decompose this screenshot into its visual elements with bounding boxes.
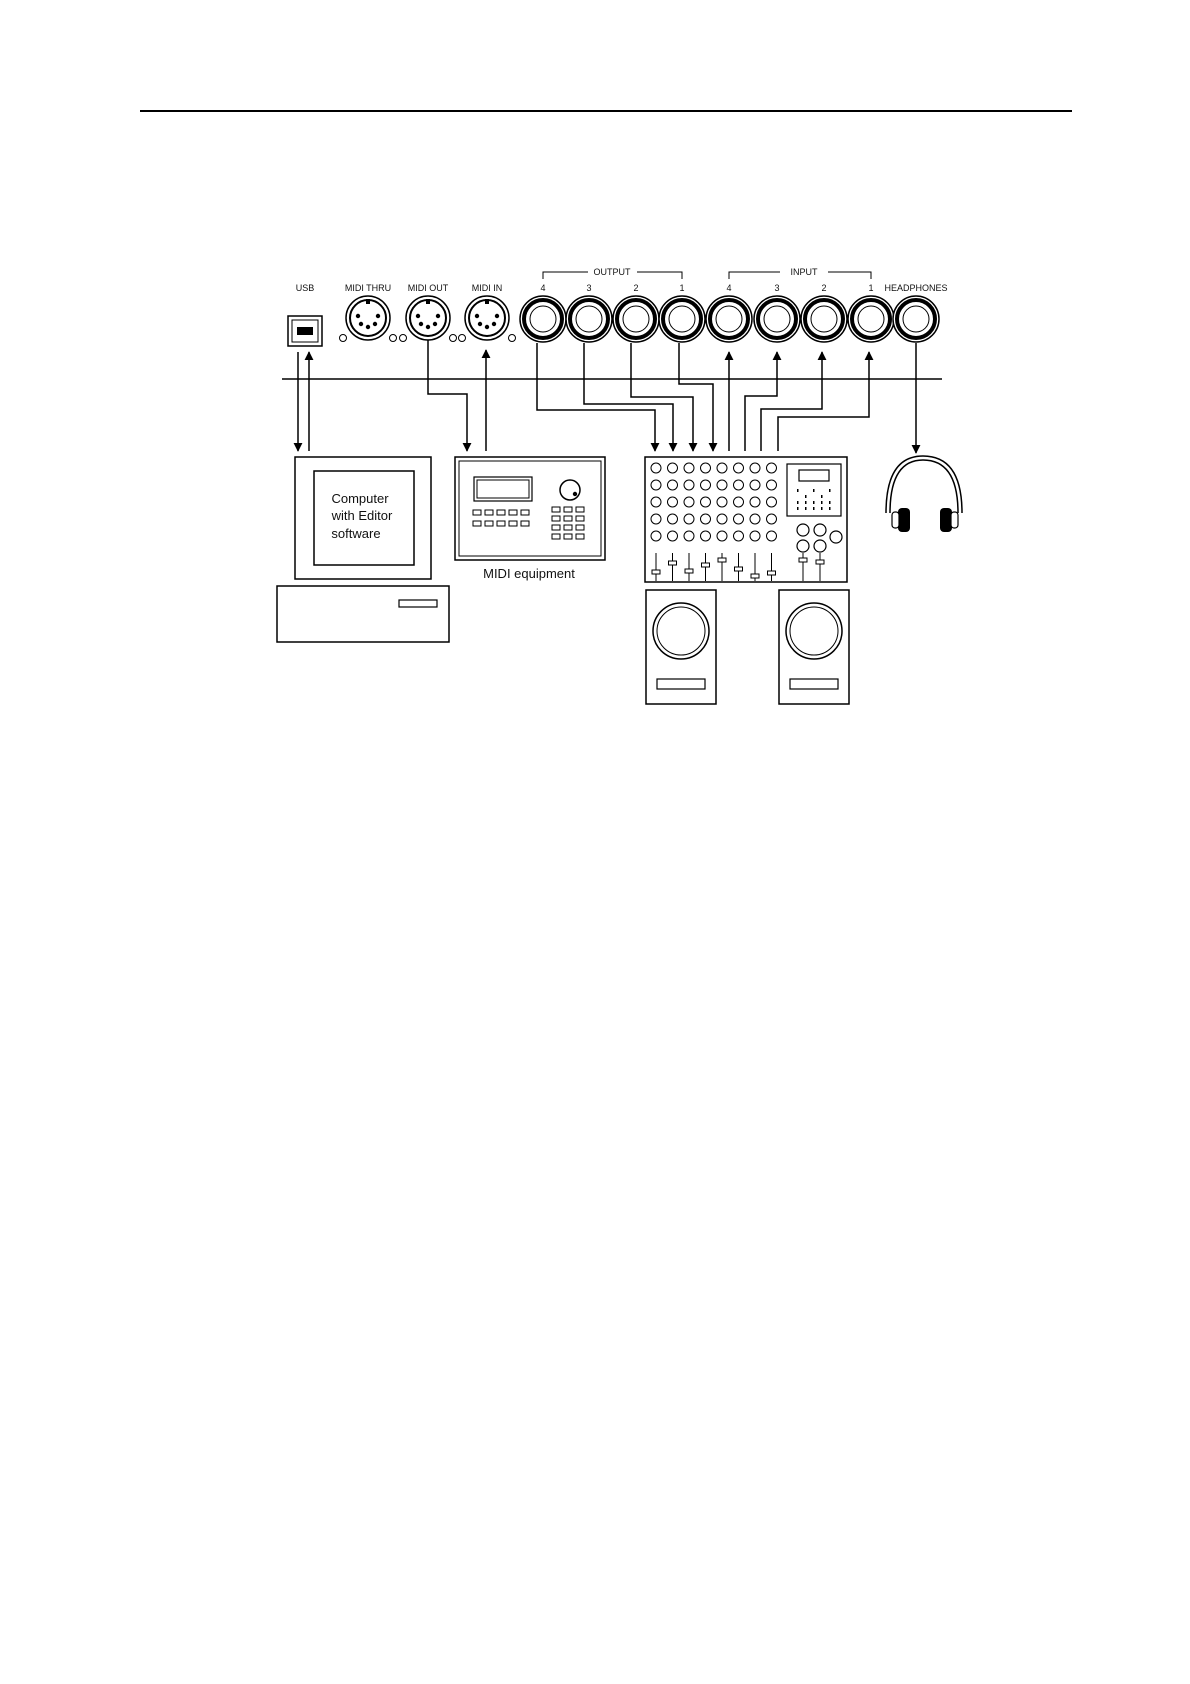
midi-out-label: MIDI OUT	[408, 283, 449, 293]
output-jack-2	[613, 296, 659, 342]
headphones-jack	[893, 296, 939, 342]
midi-in-label: MIDI IN	[472, 283, 503, 293]
midi-equipment-knob	[560, 480, 580, 500]
computer-label-line-2: with Editor	[331, 508, 393, 523]
output-jack-3-label: 3	[586, 283, 591, 293]
mixer	[645, 457, 847, 582]
input-group-bracket: INPUT	[729, 267, 871, 279]
output-group-bracket: OUTPUT	[543, 267, 682, 279]
computer-base-unit	[277, 586, 449, 642]
input-1-cable	[778, 352, 869, 451]
output-jack-4-label: 4	[540, 283, 545, 293]
computer: Computer with Editor software	[277, 457, 449, 642]
midi-thru-label: MIDI THRU	[345, 283, 391, 293]
audio-jacks	[520, 296, 939, 342]
output-group-label: OUTPUT	[594, 267, 632, 277]
output-jack-4	[520, 296, 566, 342]
input-group-label: INPUT	[791, 267, 819, 277]
input-jack-4	[706, 296, 752, 342]
cables	[298, 340, 916, 453]
input-jack-1	[848, 296, 894, 342]
output-2-cable	[631, 343, 693, 451]
headphones-label: HEADPHONES	[884, 283, 947, 293]
output-jack-3	[566, 296, 612, 342]
input-jack-2	[801, 296, 847, 342]
midi-out-cable	[428, 340, 467, 451]
input-jack-4-label: 4	[726, 283, 731, 293]
usb-label: USB	[296, 283, 315, 293]
midi-equipment-label: MIDI equipment	[483, 566, 575, 581]
input-jack-1-label: 1	[868, 283, 873, 293]
midi-equipment: MIDI equipment	[455, 457, 605, 581]
computer-label-line-3: software	[331, 526, 380, 541]
output-jack-1	[659, 296, 705, 342]
headphones-icon	[886, 456, 962, 532]
mixer-display	[799, 470, 829, 481]
input-2-cable	[761, 352, 822, 451]
output-jack-1-label: 1	[679, 283, 684, 293]
speaker-right	[779, 590, 849, 704]
speaker-left	[646, 590, 716, 704]
output-jack-2-label: 2	[633, 283, 638, 293]
input-jack-3-label: 3	[774, 283, 779, 293]
input-jack-2-label: 2	[821, 283, 826, 293]
computer-label-line-1: Computer	[331, 491, 389, 506]
midi-in-port	[459, 296, 516, 342]
midi-thru-port	[340, 296, 397, 342]
disk-drive-slot	[399, 600, 437, 607]
input-jack-3	[754, 296, 800, 342]
midi-out-port	[400, 296, 457, 342]
usb-port	[288, 316, 322, 346]
